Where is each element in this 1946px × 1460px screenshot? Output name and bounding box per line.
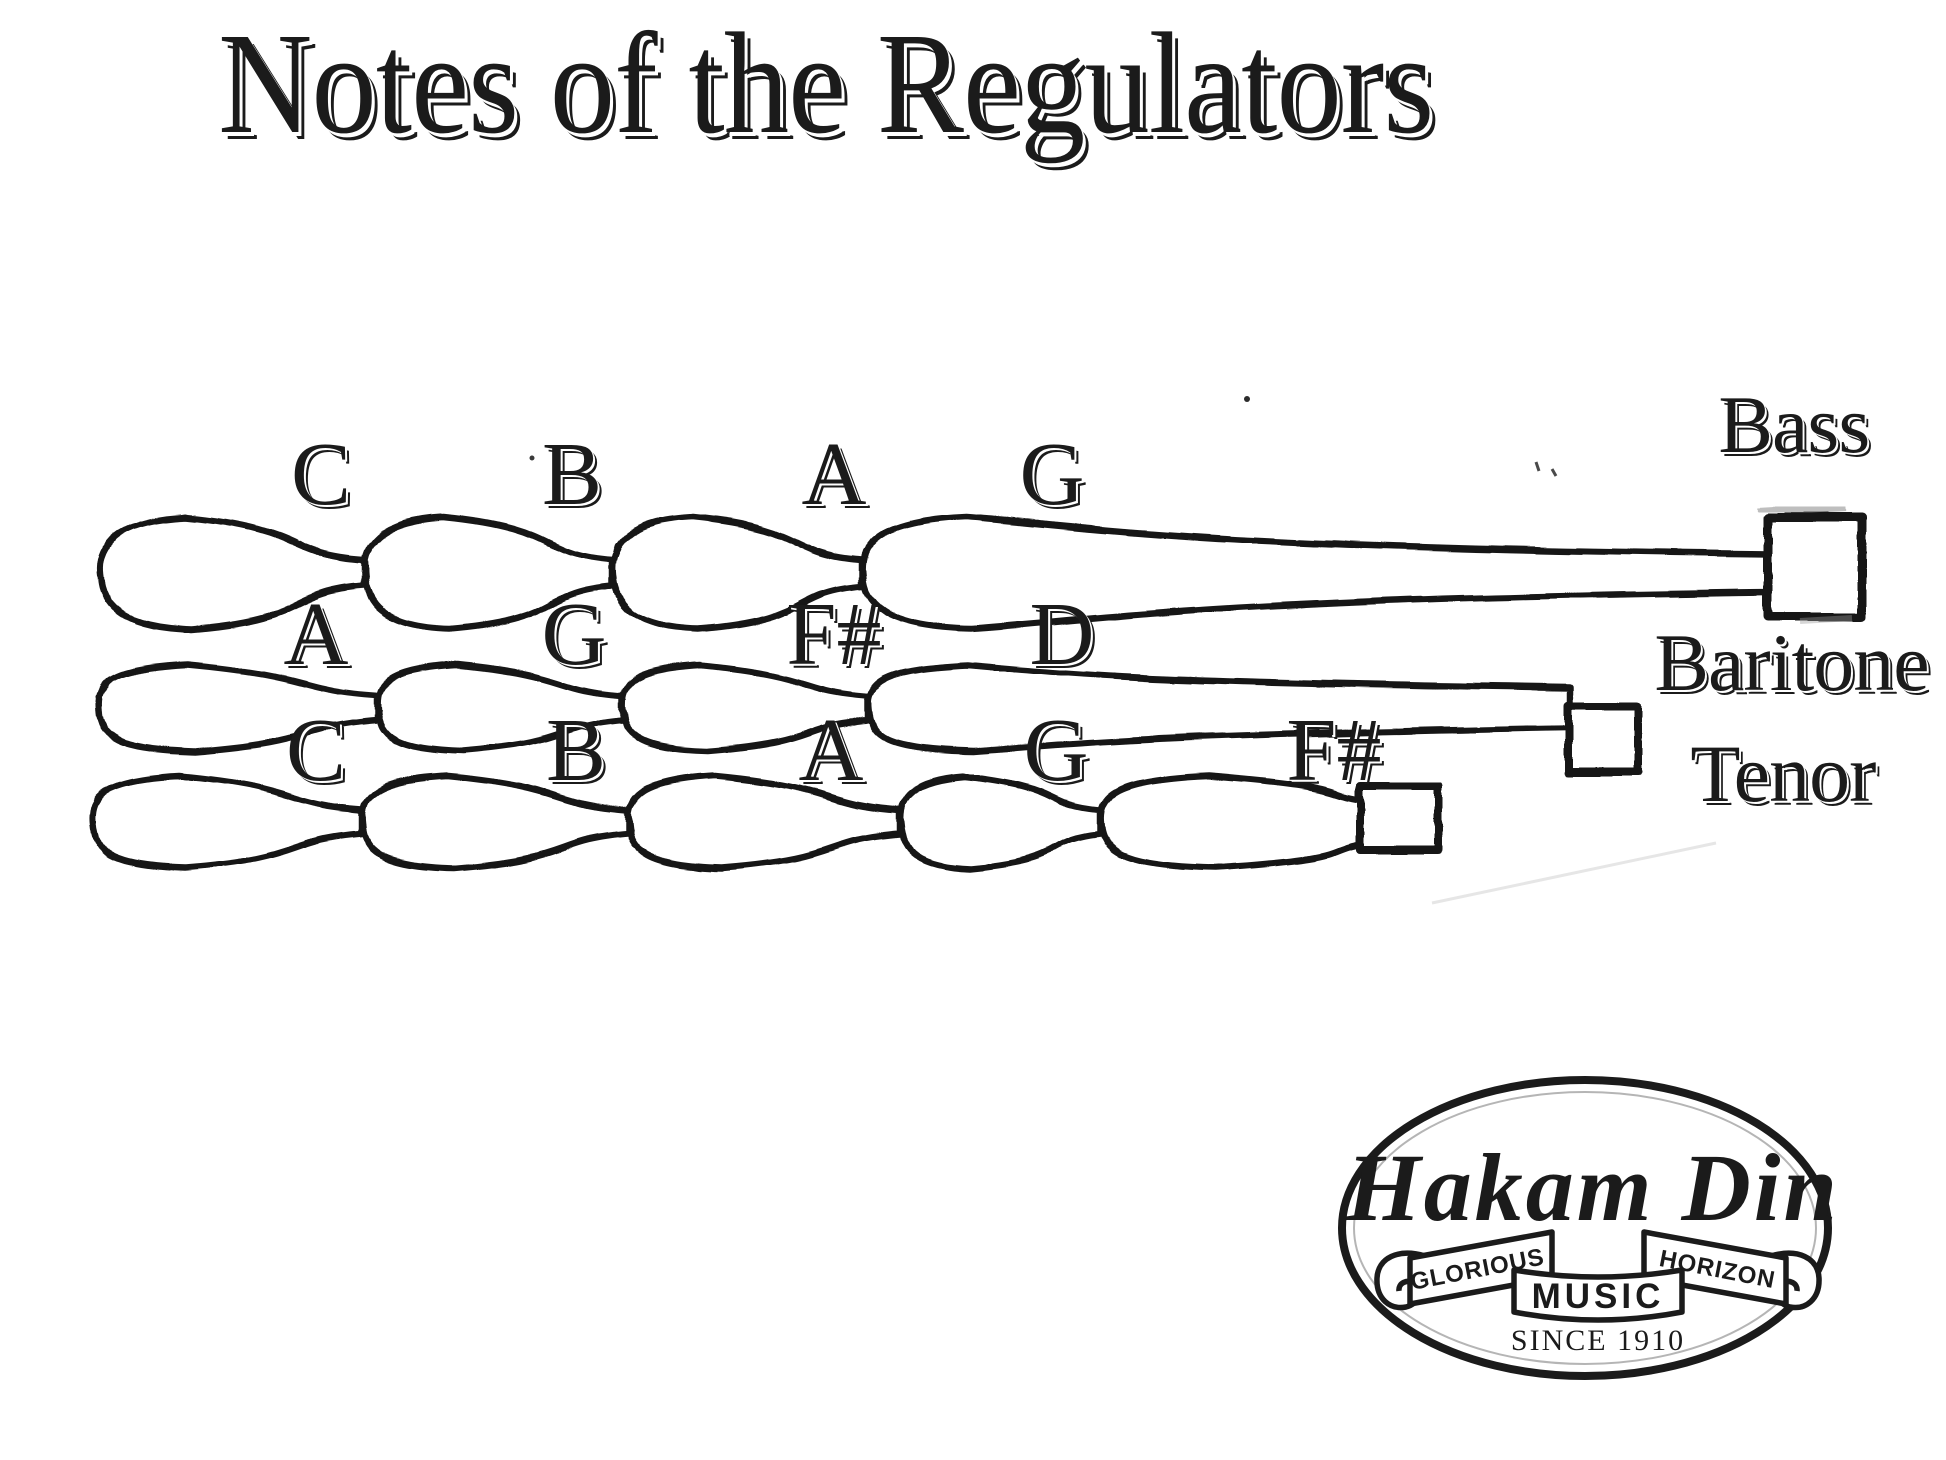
note-label-tenor-3: A — [798, 706, 867, 800]
logo-banner-center: MUSIC — [1532, 1277, 1665, 1316]
note-label-tenor-1: C — [286, 706, 350, 800]
note-label-tenor-4: G — [1023, 706, 1092, 800]
tenor-label: Tenor — [1690, 733, 1880, 819]
bass-label: Bass — [1718, 384, 1874, 470]
scan-smudge — [1757, 502, 1847, 517]
note-label-tenor-2: B — [546, 706, 610, 800]
ink-speck — [529, 455, 535, 461]
logo-outer-oval — [1338, 1076, 1832, 1380]
baritone-end-cap — [1564, 702, 1642, 776]
logo-inner-oval — [1353, 1091, 1817, 1365]
logo-ribbon — [1374, 1229, 1822, 1323]
note-label-baritone-2: G — [541, 590, 610, 684]
bass-end-cap — [1763, 512, 1867, 622]
note-label-baritone-4: D — [1029, 590, 1098, 684]
baritone-label: Baritone — [1654, 622, 1933, 708]
ink-speck — [1534, 461, 1558, 477]
note-label-bass-1: C — [291, 430, 355, 524]
note-label-baritone-3: F# — [786, 590, 885, 684]
logo-brand: Hakam Din — [1345, 1134, 1840, 1241]
scan-artifact-line — [1431, 841, 1717, 905]
note-label-tenor-5: F# — [1286, 706, 1385, 800]
note-label-bass-4: G — [1019, 430, 1088, 524]
note-label-bass-2: B — [542, 430, 606, 524]
page-title: Notes of the Regulators — [218, 12, 1440, 164]
logo: Hakam Din GLORIOUS HORIZON MUSIC SINCE 1… — [1338, 1076, 1840, 1380]
ribbon-right-wing — [1641, 1229, 1789, 1307]
ribbon-center-panel — [1511, 1267, 1685, 1323]
logo-tagline: SINCE 1910 — [1511, 1324, 1685, 1357]
note-label-bass-3: A — [801, 430, 870, 524]
note-label-baritone-1: A — [283, 590, 352, 684]
ink-speck — [1244, 396, 1250, 402]
